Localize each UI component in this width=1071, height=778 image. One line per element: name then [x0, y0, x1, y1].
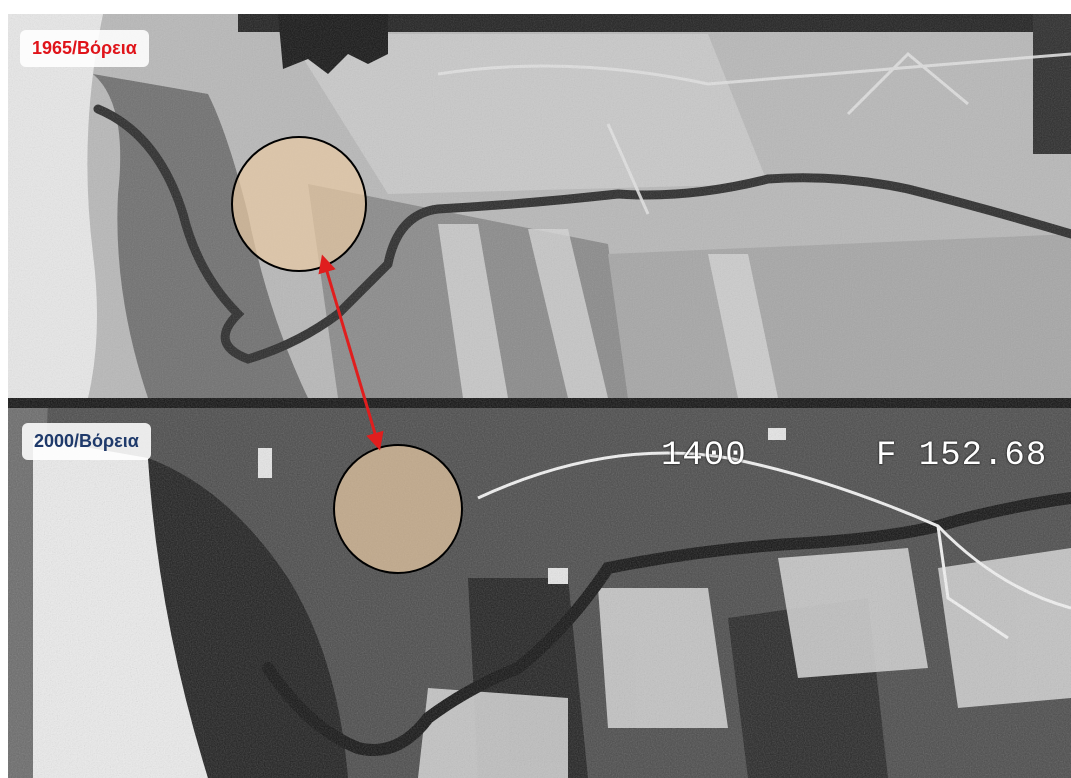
film-frame-number: 1400	[661, 437, 747, 475]
year-label-1965-text: 1965/Βόρεια	[32, 38, 137, 58]
film-focal-length: F 152.68	[876, 437, 1048, 475]
year-label-2000: 2000/Βόρεια	[22, 423, 151, 460]
aerial-photo-2000	[8, 398, 1071, 778]
year-label-1965: 1965/Βόρεια	[20, 30, 149, 67]
aerial-photo-1965	[8, 14, 1071, 398]
year-label-2000-text: 2000/Βόρεια	[34, 431, 139, 451]
